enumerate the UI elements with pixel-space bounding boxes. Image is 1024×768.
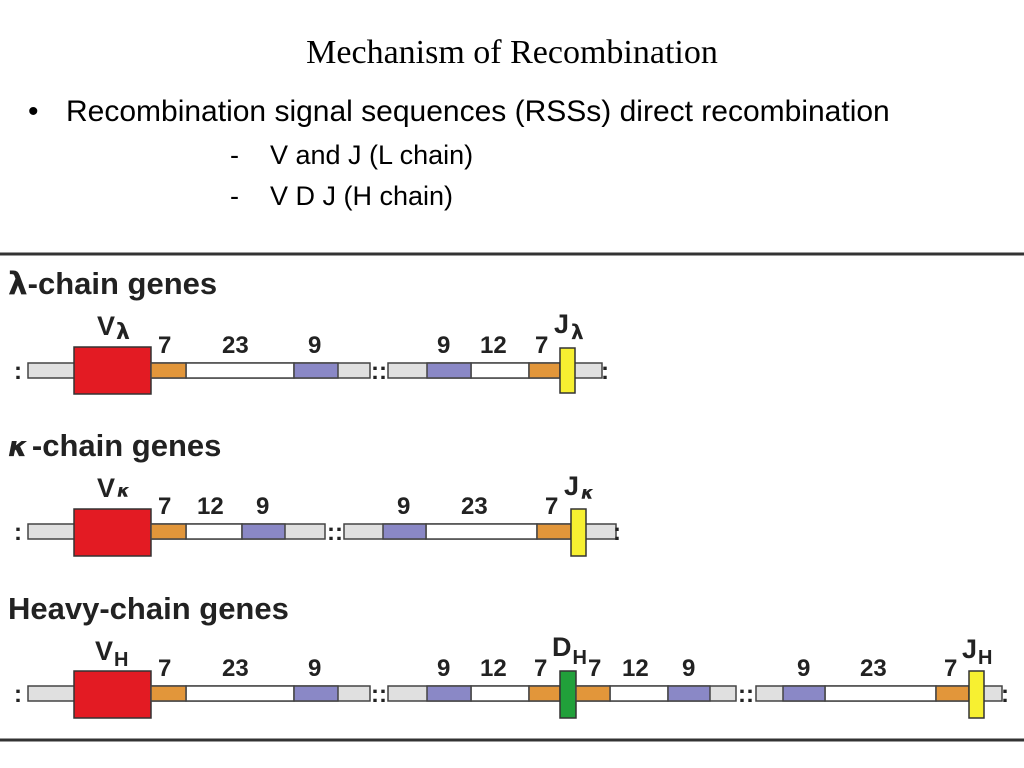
spacer-label: 12 bbox=[622, 655, 649, 682]
heavy-chain-genes: Heavy-chain genes : :: :: : bbox=[8, 591, 1009, 719]
spacer-label: 9 bbox=[256, 493, 269, 520]
nonamer bbox=[382, 523, 427, 540]
heptamer bbox=[150, 362, 187, 379]
svg-text::: : bbox=[601, 358, 609, 385]
spacer-label: 23 bbox=[860, 655, 887, 682]
spacer-label: 9 bbox=[397, 493, 410, 520]
spacer-23 bbox=[185, 685, 295, 702]
v-segment bbox=[73, 346, 152, 395]
heavy-header: Heavy-chain genes bbox=[8, 591, 289, 626]
spacer-23 bbox=[425, 523, 538, 540]
nonamer bbox=[426, 362, 472, 379]
heptamer bbox=[935, 685, 970, 702]
j-segment bbox=[559, 347, 576, 394]
heptamer bbox=[575, 685, 611, 702]
svg-text:::: :: bbox=[738, 681, 754, 708]
svg-text:::: :: bbox=[371, 358, 387, 385]
spacer-23 bbox=[824, 685, 937, 702]
v-segment bbox=[73, 508, 152, 557]
svg-text::: : bbox=[14, 681, 22, 708]
heptamer bbox=[150, 523, 187, 540]
nonamer bbox=[241, 523, 286, 540]
j-segment bbox=[968, 670, 985, 719]
heptamer bbox=[528, 685, 561, 702]
spacer-label: 7 bbox=[545, 493, 558, 520]
v-label: Vλ bbox=[97, 311, 130, 345]
j-segment bbox=[570, 508, 587, 557]
svg-text::: : bbox=[613, 519, 621, 546]
spacer-12 bbox=[609, 685, 669, 702]
svg-text:::: :: bbox=[327, 519, 343, 546]
spacer-label: 9 bbox=[437, 332, 450, 359]
spacer-12 bbox=[185, 523, 243, 540]
spacer-label: 12 bbox=[480, 332, 507, 359]
spacer-label: 23 bbox=[461, 493, 488, 520]
spacer-label: 7 bbox=[158, 493, 171, 520]
svg-text::: : bbox=[1001, 681, 1009, 708]
bullet-text: Recombination signal sequences (RSSs) di… bbox=[66, 95, 890, 128]
sub-point-vj: - V and J (L chain) bbox=[230, 140, 473, 171]
d-segment bbox=[559, 670, 577, 719]
svg-text::: : bbox=[14, 358, 22, 385]
spacer-label: 7 bbox=[534, 655, 547, 682]
spacer-23 bbox=[185, 362, 295, 379]
heptamer bbox=[150, 685, 187, 702]
nonamer bbox=[293, 362, 339, 379]
nonamer bbox=[667, 685, 711, 702]
spacer-label: 9 bbox=[308, 655, 321, 682]
spacer-label: 7 bbox=[535, 332, 548, 359]
sub-point-text: V D J (H chain) bbox=[270, 181, 454, 211]
slide-title: Mechanism of Recombination bbox=[306, 34, 718, 71]
spacer-label: 12 bbox=[197, 493, 224, 520]
spacer-label: 9 bbox=[797, 655, 810, 682]
spacer-label: 9 bbox=[437, 655, 450, 682]
bullet-marker: • bbox=[28, 95, 39, 128]
kappa-header: κ-chain genes bbox=[8, 428, 221, 463]
spacer-12 bbox=[470, 362, 530, 379]
lambda-header: λ-chain genes bbox=[8, 266, 217, 302]
spacer-12 bbox=[470, 685, 530, 702]
sub-point-vdj: - V D J (H chain) bbox=[230, 181, 453, 212]
d-label: DH bbox=[552, 632, 587, 669]
spacer-label: 23 bbox=[222, 332, 249, 359]
svg-text:::: :: bbox=[371, 681, 387, 708]
spacer-label: 9 bbox=[682, 655, 695, 682]
sub-point-text: V and J (L chain) bbox=[270, 140, 474, 170]
v-segment bbox=[73, 670, 152, 719]
spacer-label: 23 bbox=[222, 655, 249, 682]
sub-point-dash: - bbox=[230, 181, 239, 211]
spacer-label: 7 bbox=[944, 655, 957, 682]
bullet-point: • Recombination signal sequences (RSSs) d… bbox=[28, 95, 890, 129]
heptamer bbox=[536, 523, 572, 540]
svg-text::: : bbox=[14, 519, 22, 546]
spacer-label: 12 bbox=[480, 655, 507, 682]
spacer-label: 7 bbox=[158, 655, 171, 682]
nonamer bbox=[426, 685, 472, 702]
spacer-label: 9 bbox=[308, 332, 321, 359]
nonamer bbox=[293, 685, 339, 702]
sub-point-dash: - bbox=[230, 140, 239, 170]
spacer-label: 7 bbox=[588, 655, 601, 682]
j-label: JH bbox=[962, 634, 992, 669]
heptamer bbox=[528, 362, 561, 379]
v-label: VH bbox=[95, 636, 128, 671]
nonamer bbox=[782, 685, 826, 702]
spacer-label: 7 bbox=[158, 332, 171, 359]
